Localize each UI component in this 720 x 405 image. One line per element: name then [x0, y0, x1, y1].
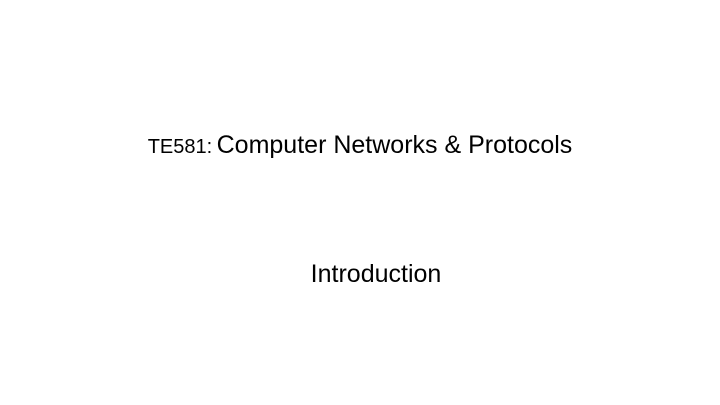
slide-subtitle: Introduction — [310, 260, 442, 288]
course-name: Computer Networks & Protocols — [216, 131, 573, 159]
slide-title: TE581: Computer Networks & Protocols — [0, 129, 720, 165]
course-code: TE581: — [147, 136, 213, 158]
